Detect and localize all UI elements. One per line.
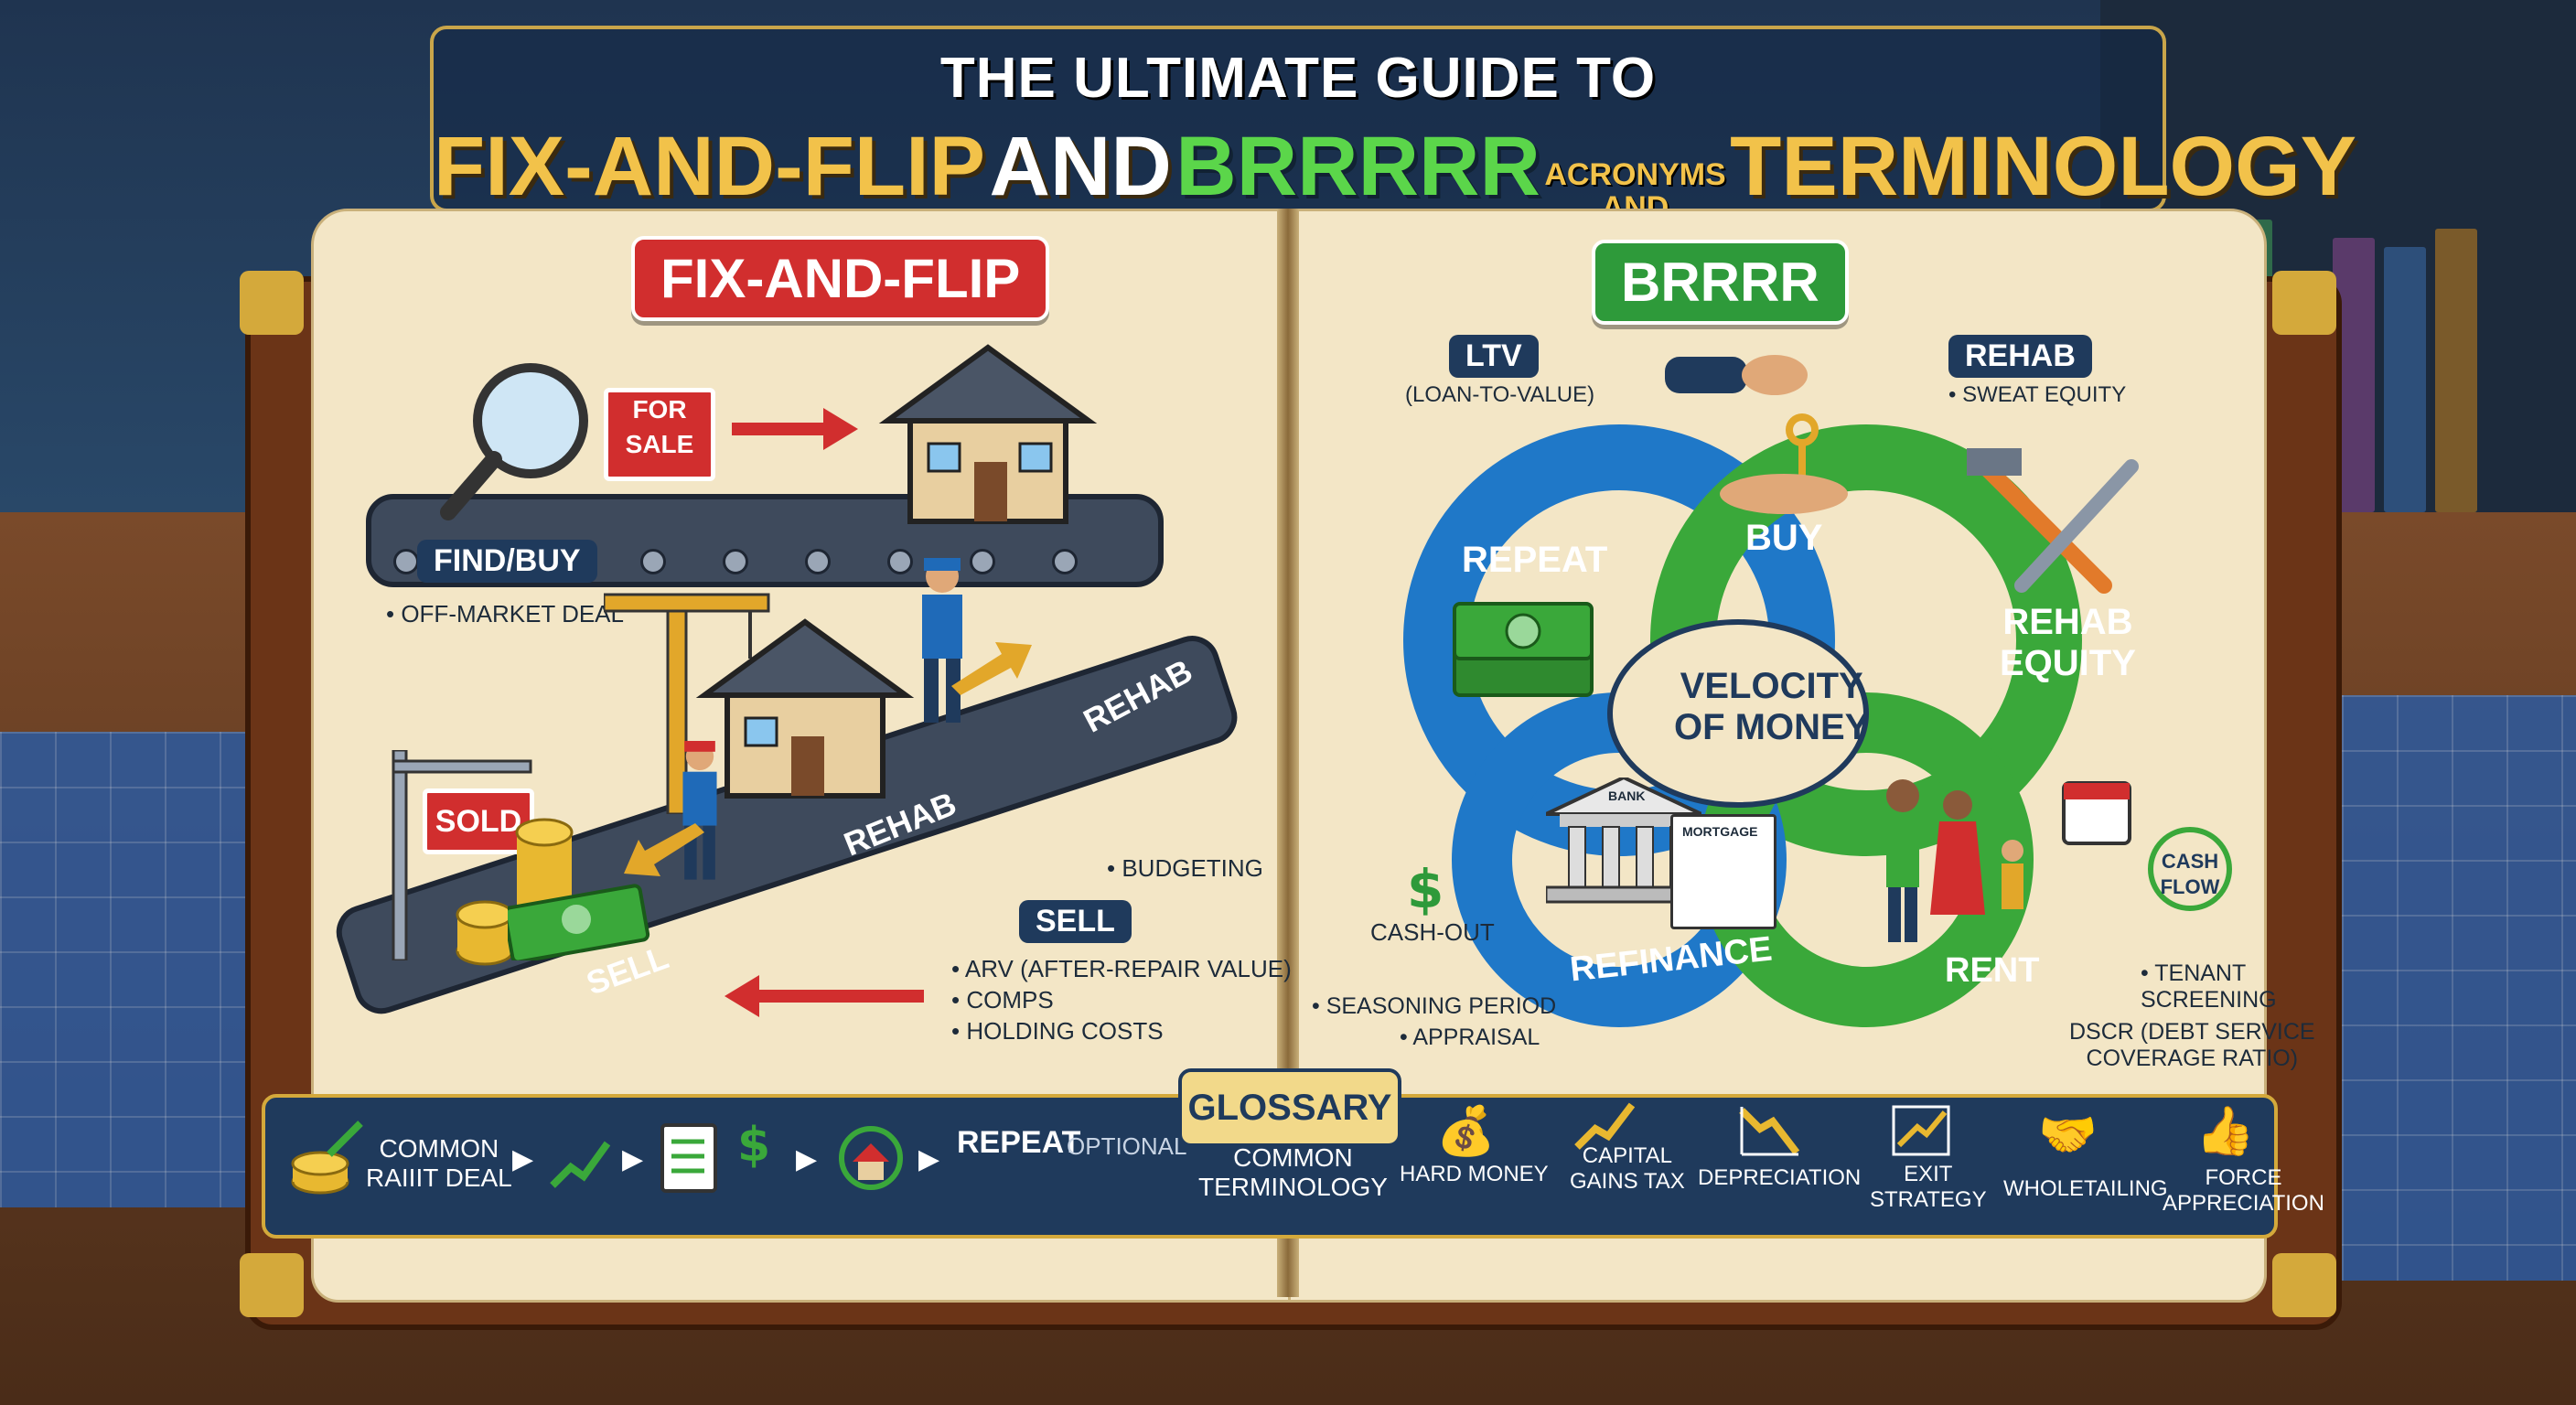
title-fix-and-flip: FIX-AND-FLIP	[434, 120, 986, 213]
calendar-icon	[2062, 781, 2131, 845]
fix-and-flip-banner: FIX-AND-FLIP	[631, 236, 1050, 321]
for-sale-sign: FOR SALE	[604, 388, 715, 481]
trend-up-icon	[550, 1141, 611, 1188]
dscr-label: DSCR (DEBT SERVICE COVERAGE RATIO)	[2069, 1019, 2315, 1071]
cash-out-label: CASH-OUT	[1370, 918, 1495, 946]
term-force-appreciation: FORCE APPRECIATION	[2163, 1165, 2324, 1216]
ltv-sub-label: (LOAN-TO-VALUE)	[1405, 382, 1595, 407]
glossary-badge: GLOSSARY	[1178, 1068, 1401, 1147]
exit-chart-icon	[1892, 1105, 1950, 1156]
appraisal-label: • APPRAISAL	[1400, 1024, 1540, 1050]
seasoning-label: • SEASONING PERIOD	[1312, 993, 1557, 1019]
thumbs-up-icon: 👍	[2195, 1104, 2255, 1159]
repeat-label: REPEAT	[1462, 540, 1608, 580]
sell-tag: SELL	[1019, 900, 1132, 943]
arrow-small-icon: ▶	[918, 1144, 940, 1174]
common-deal-label: COMMON RAIIIT DEAL	[366, 1134, 512, 1192]
bank-label: BANK	[1608, 788, 1646, 803]
term-depreciation: DEPRECIATION	[1698, 1165, 1862, 1190]
title-frame: THE ULTIMATE GUIDE TO FIX-AND-FLIP AND B…	[430, 26, 2356, 224]
ltv-tag: LTV	[1449, 335, 1539, 378]
sell-item-arv: • ARV (AFTER-REPAIR VALUE)	[951, 955, 1292, 982]
book-corner	[240, 271, 304, 335]
arrow-small-icon: ▶	[512, 1144, 534, 1174]
title-and: AND	[989, 120, 1172, 213]
worker-icon	[922, 558, 962, 723]
common-terminology-label: COMMON TERMINOLOGY	[1198, 1143, 1388, 1201]
crane-icon	[604, 593, 770, 814]
term-hard-money: HARD MONEY	[1400, 1162, 1549, 1186]
tools-icon	[1967, 448, 2139, 594]
rehab-tag: REHAB	[1948, 335, 2092, 378]
worker-icon	[682, 741, 717, 880]
title-line1: THE ULTIMATE GUIDE TO	[939, 47, 1657, 110]
house-icon	[878, 344, 1098, 524]
term-capital-gains-tax: CAPITAL GAINS TAX	[1570, 1143, 1685, 1194]
rent-label: RENT	[1945, 951, 2040, 990]
term-exit-strategy: EXIT STRATEGY	[1870, 1162, 1987, 1212]
cash-flow-badge: CASH FLOW	[2148, 827, 2232, 911]
term-wholetailing: WHOLETAILING	[2003, 1176, 2168, 1201]
checklist-icon	[660, 1123, 717, 1193]
dollar-icon: $	[1407, 858, 1444, 920]
tenant-label: • TENANT SCREENING	[2141, 960, 2277, 1013]
handshake-icon: 🤝	[2038, 1108, 2098, 1163]
mortgage-label: MORTGAGE	[1682, 824, 1758, 839]
budgeting-label: • BUDGETING	[1107, 854, 1263, 882]
title-terminology: TERMINOLOGY	[1730, 120, 2357, 213]
arrow-small-icon: ▶	[796, 1144, 818, 1174]
sell-item-comps: • COMPS	[951, 986, 1054, 1014]
rehab-equity-label: REHAB EQUITY	[2000, 602, 2136, 683]
buy-label: BUY	[1745, 518, 1823, 558]
coin-pencil-icon	[291, 1121, 363, 1195]
find-buy-tag: FIND/BUY	[417, 540, 597, 583]
off-market-label: • OFF-MARKET DEAL	[386, 600, 624, 627]
arrow-right-icon	[732, 408, 858, 450]
book-corner	[240, 1253, 304, 1317]
sweat-equity-label: • SWEAT EQUITY	[1948, 382, 2127, 407]
title-brrrrr: BRRRRR	[1175, 120, 1540, 213]
bank-icon	[1546, 778, 1701, 904]
rehab-house-icon	[695, 618, 915, 799]
optional-label: OPTIONAL	[1067, 1132, 1187, 1160]
arrow-down-left-icon	[624, 823, 704, 876]
magnifier-icon	[440, 363, 588, 520]
sell-item-holding-costs: • HOLDING COSTS	[951, 1017, 1164, 1045]
arrow-small-icon: ▶	[622, 1144, 644, 1174]
arrow-left-icon	[724, 975, 924, 1017]
cash-stack-icon	[1453, 602, 1594, 697]
repeat-glossary-label: REPEAT	[957, 1125, 1081, 1160]
title-main: FIX-AND-FLIP AND BRRRRR ACRONYMS AND TER…	[434, 119, 2356, 224]
sign-post-icon	[392, 750, 532, 960]
trend-down-icon	[1739, 1107, 1800, 1156]
arrow-up-right-icon	[951, 642, 1032, 695]
velocity-label: VELOCITY OF MONEY	[1674, 666, 1870, 747]
family-icon	[1886, 779, 2023, 942]
mortgage-document: MORTGAGE	[1670, 814, 1776, 929]
house-cycle-icon	[839, 1126, 903, 1190]
book-corner	[2272, 1253, 2336, 1317]
trend-up-icon	[1574, 1102, 1636, 1150]
cash-stack-icon	[508, 884, 650, 960]
dollar-icon: $	[737, 1118, 771, 1173]
key-handover-icon	[1665, 355, 1848, 514]
book-corner	[2272, 271, 2336, 335]
money-bag-icon: 💰	[1436, 1104, 1496, 1159]
brrrr-banner: BRRRR	[1592, 240, 1849, 325]
